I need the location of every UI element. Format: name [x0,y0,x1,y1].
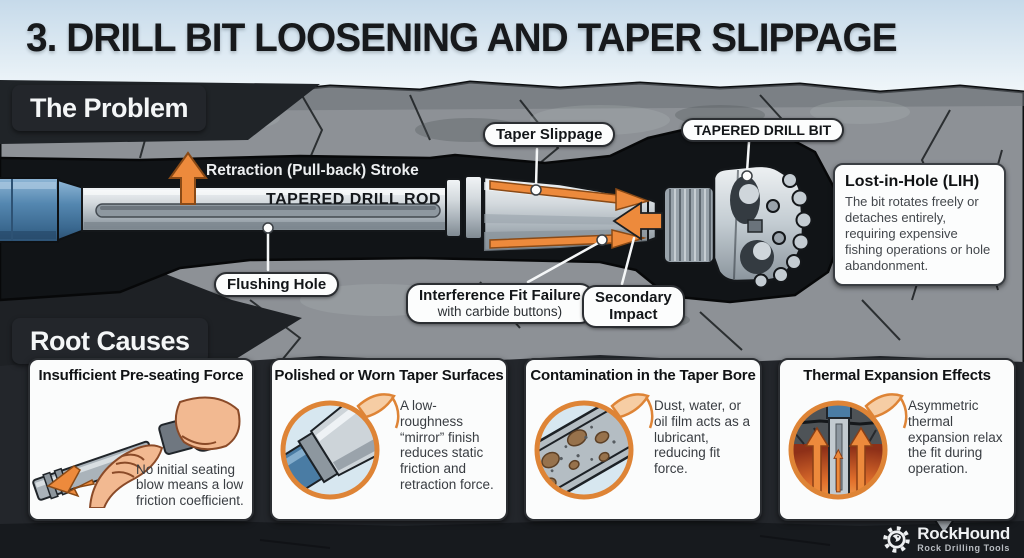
taper-slip-arrow-top [489,180,651,211]
cause-card-title: Polished or Worn Taper Surfaces [274,367,504,384]
callout-secondary-impact: Secondary Impact [582,285,685,328]
thermal-expansion-icon [788,393,908,500]
cause-card-title: Thermal Expansion Effects [803,367,991,384]
lost-in-hole-title: Lost-in-Hole (LIH) [845,173,980,190]
cause-card-body: No initial seating blow means a low fric… [136,461,244,509]
brand-name: RockHound [917,524,1010,543]
secondary-impact-arrow [612,201,663,241]
secondary-impact-line2: Impact [609,306,658,324]
tapered-drill-bit-text: TAPERED DRILL BIT [694,122,832,138]
interference-fit-line1: Interference Fit Failure [419,287,581,304]
callout-interference-fit: Interference Fit Failure with carbide bu… [406,283,594,324]
interference-fit-line2: with carbide buttons) [437,304,563,320]
arrows [168,151,663,250]
polished-taper-icon [280,393,400,500]
cause-card-title: Insufficient Pre-seating Force [38,367,244,384]
callout-flushing-hole: Flushing Hole [214,272,340,298]
tapered-drill-rod-label: TAPERED DRILL ROD [266,191,442,208]
callout-leaders [262,140,753,286]
cause-card-body: Dust, water, or oil film acts as a lubri… [654,398,751,477]
cause-card-title: Contamination in the Taper Bore [530,367,756,384]
secondary-impact-line1: Secondary [595,289,672,306]
flushing-hole-text: Flushing Hole [227,276,327,293]
cause-card-thermal: Thermal Expansion Effects [778,358,1016,521]
carbide-buttons [753,172,813,289]
page-title: 3. DRILL BIT LOOSENING AND TAPER SLIPPAG… [26,16,898,60]
rootcauses-section-header: Root Causes [12,318,208,364]
problem-header-label: The Problem [30,92,189,123]
tapered-drill-bit [712,164,813,289]
cause-card-contamination: Contamination in the Taper Bore [524,358,762,521]
brand-logo: RockHound Rock Drilling Tools [883,525,1010,553]
taper-slippage-text: Taper Slippage [496,126,603,143]
cause-card-polished-taper: Polished or Worn Taper Surfaces [270,358,508,521]
callout-tapered-drill-bit: TAPERED DRILL BIT [681,118,845,143]
cause-card-preseating: Insufficient Pre-seating Force [28,358,254,521]
hands-seating-icon [32,396,241,508]
cause-card-body: A low-roughness “mirror” finish reduces … [400,398,494,492]
contaminated-bore-icon [534,393,654,500]
drill-string [0,164,813,289]
shank-adapter [0,177,85,243]
lost-in-hole-card: Lost-in-Hole (LIH) The bit rotates freel… [833,163,1006,286]
rod-collar [445,175,483,240]
cause-card-body: Asymmetric thermal expansion relax the f… [908,398,1003,477]
bit-thread-shank [663,186,715,264]
lower-rock-layer [0,355,1024,558]
retraction-up-arrow [168,151,208,205]
taper-slip-arrow-bottom [489,229,647,250]
problem-section-header: The Problem [12,85,207,131]
gear-hound-icon [883,525,911,553]
lost-in-hole-body: The bit rotates freely or detaches entir… [845,194,991,274]
callout-taper-slippage: Taper Slippage [483,122,616,148]
brand-tagline: Rock Drilling Tools [917,543,1010,553]
rootcauses-header-label: Root Causes [30,325,190,356]
retraction-stroke-label: Retraction (Pull-back) Stroke [206,162,419,179]
